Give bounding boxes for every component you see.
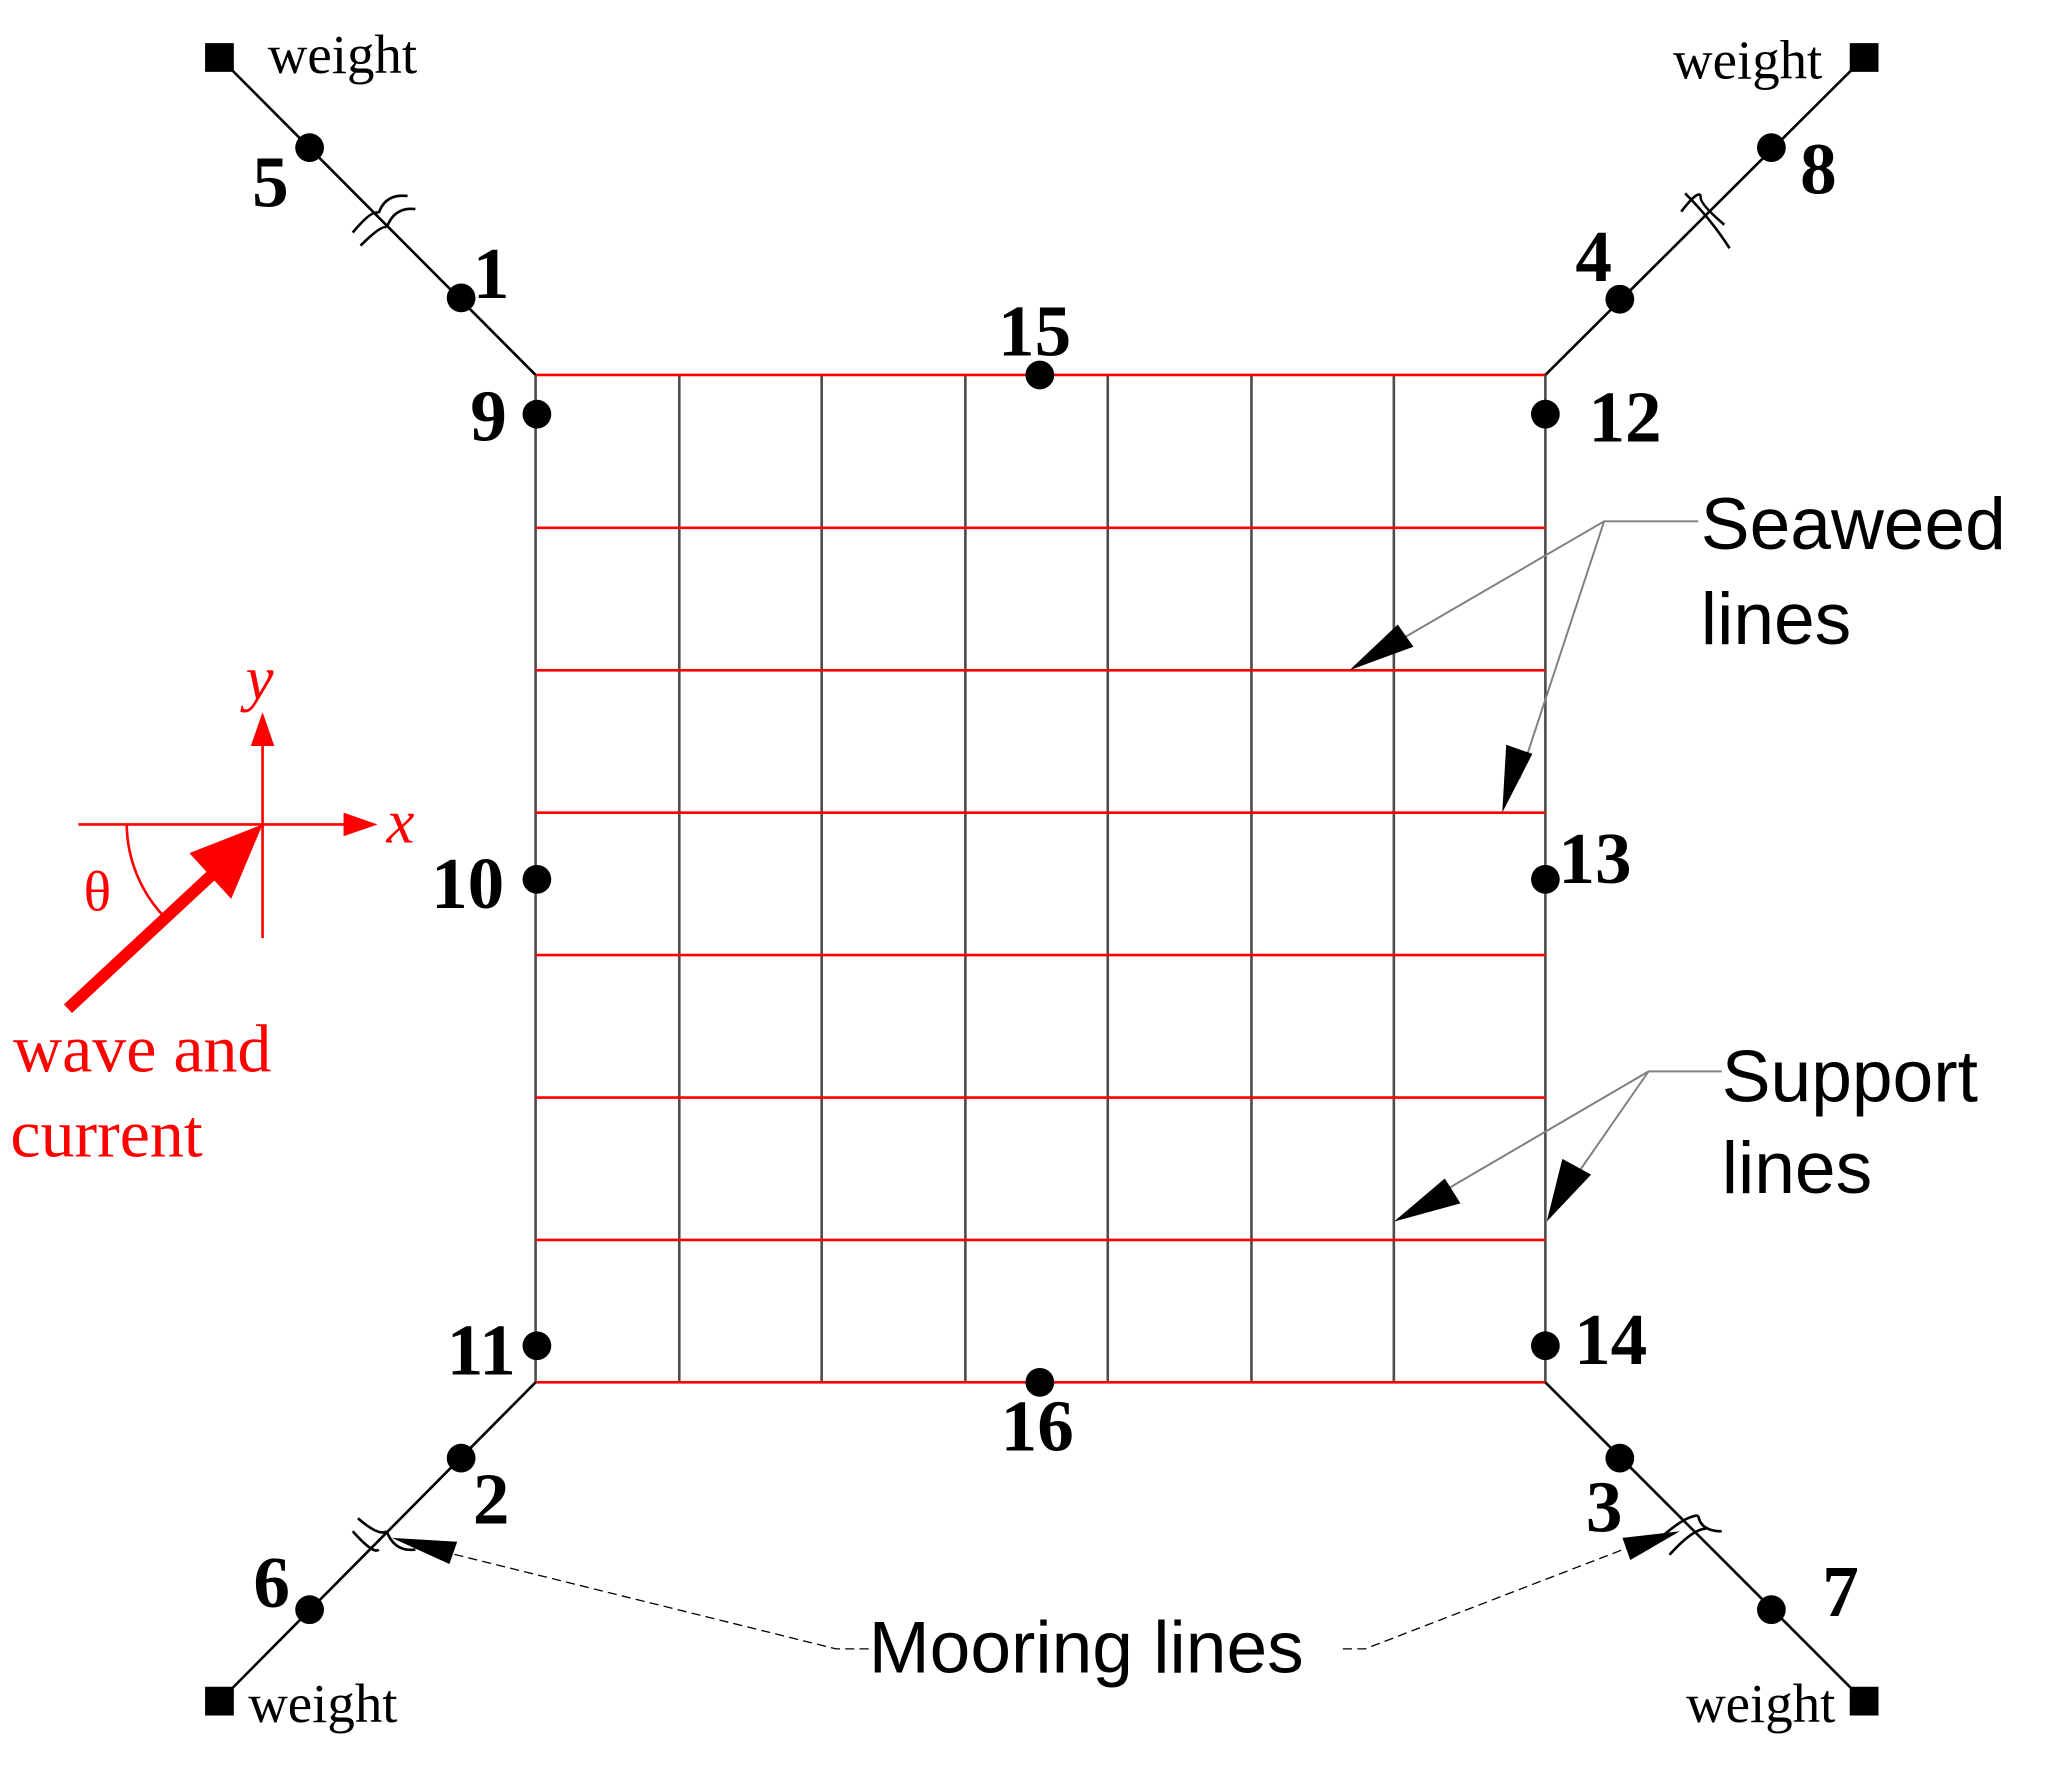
support-lines-label: lines xyxy=(1722,1127,1872,1209)
node-dot xyxy=(295,1595,324,1625)
node-markers xyxy=(295,133,1786,1625)
node-dot xyxy=(1756,133,1786,163)
support-arrowhead xyxy=(1393,1178,1461,1222)
flow-arrowhead xyxy=(189,824,263,899)
seaweed-lines-label: Seaweed xyxy=(1701,483,2006,565)
coordinate-axes xyxy=(78,738,351,939)
leader-lines xyxy=(1394,520,1722,1199)
node-label: 1 xyxy=(473,233,510,314)
node-dot xyxy=(1756,1595,1786,1625)
vertical-grid-lines xyxy=(534,374,1547,1383)
mooring-leader-left xyxy=(424,1546,869,1650)
y-axis-label: y xyxy=(240,643,274,713)
node-dot xyxy=(1605,284,1635,314)
node-label: 7 xyxy=(1822,1551,1859,1632)
weight-label: weight xyxy=(1686,1673,1835,1734)
node-label: 16 xyxy=(1001,1385,1074,1466)
node-dot xyxy=(1605,1443,1635,1473)
weight-square xyxy=(205,43,234,72)
mooring-arrowhead xyxy=(1622,1531,1680,1561)
mooring-leaders xyxy=(424,1541,1644,1650)
theta-arc xyxy=(125,824,166,919)
x-axis-label: x xyxy=(386,787,415,857)
seaweed-lines-label: lines xyxy=(1701,578,1851,660)
node-label: 12 xyxy=(1588,377,1661,458)
node-label: 15 xyxy=(998,290,1071,371)
flow-label: current xyxy=(10,1095,202,1171)
weight-markers xyxy=(205,43,1879,1716)
node-dot xyxy=(1531,399,1560,429)
support-arrowhead xyxy=(1546,1158,1592,1222)
mooring-line-bottom-right xyxy=(1544,1381,1866,1703)
weight-label: weight xyxy=(248,1673,397,1734)
node-label: 10 xyxy=(431,843,504,924)
node-label: 3 xyxy=(1586,1466,1623,1547)
support-leader xyxy=(1570,1070,1650,1183)
node-dot xyxy=(446,1443,476,1473)
node-dot xyxy=(446,283,476,313)
arrowheads xyxy=(391,624,1680,1564)
node-dot xyxy=(1531,864,1560,894)
axis-arrowheads xyxy=(250,712,378,837)
seaweed-leader xyxy=(1518,521,1606,780)
node-dot xyxy=(522,399,552,429)
seaweed-arrowhead xyxy=(1349,624,1414,671)
node-label: 14 xyxy=(1574,1299,1647,1380)
node-label: 13 xyxy=(1558,818,1631,899)
node-dot xyxy=(1531,1331,1560,1361)
mooring-leader-right xyxy=(1342,1541,1644,1650)
mooring-lines-label: Mooring lines xyxy=(869,1606,1304,1688)
theta-label: θ xyxy=(84,861,112,924)
weight-square xyxy=(205,1686,234,1716)
node-dot xyxy=(1025,360,1055,390)
support-lines-label: Support xyxy=(1722,1035,1978,1117)
node-label: 8 xyxy=(1800,128,1837,209)
break-mark-bottom-left xyxy=(351,1517,416,1552)
node-dot xyxy=(295,133,324,163)
flow-arrow-shaft xyxy=(63,865,221,1013)
weight-label: weight xyxy=(268,24,417,85)
node-label: 11 xyxy=(447,1309,516,1390)
mooring-lines xyxy=(218,56,1866,1703)
node-label: 4 xyxy=(1575,216,1612,297)
x-axis-arrowhead xyxy=(343,812,378,837)
seaweed-arrowhead xyxy=(1502,744,1533,813)
y-axis-arrowhead xyxy=(250,712,275,747)
node-label: 6 xyxy=(253,1542,290,1623)
weight-label: weight xyxy=(1673,29,1822,90)
break-mark-top-right xyxy=(1680,192,1731,249)
flow-label: wave and xyxy=(13,1010,271,1086)
node-dot xyxy=(1025,1367,1055,1397)
node-dot xyxy=(522,864,552,894)
node-label: 2 xyxy=(473,1458,510,1539)
break-mark-top-left xyxy=(351,194,416,247)
weight-square xyxy=(1849,1686,1879,1716)
weight-square xyxy=(1849,43,1879,72)
mooring-arrowhead xyxy=(391,1537,458,1564)
mooring-line-bottom-left xyxy=(218,1381,537,1703)
node-label: 5 xyxy=(252,141,289,222)
flow-arrow xyxy=(63,824,263,1013)
mooring-line-top-left xyxy=(218,56,537,376)
node-dot xyxy=(522,1331,552,1361)
node-label: 9 xyxy=(470,375,507,456)
